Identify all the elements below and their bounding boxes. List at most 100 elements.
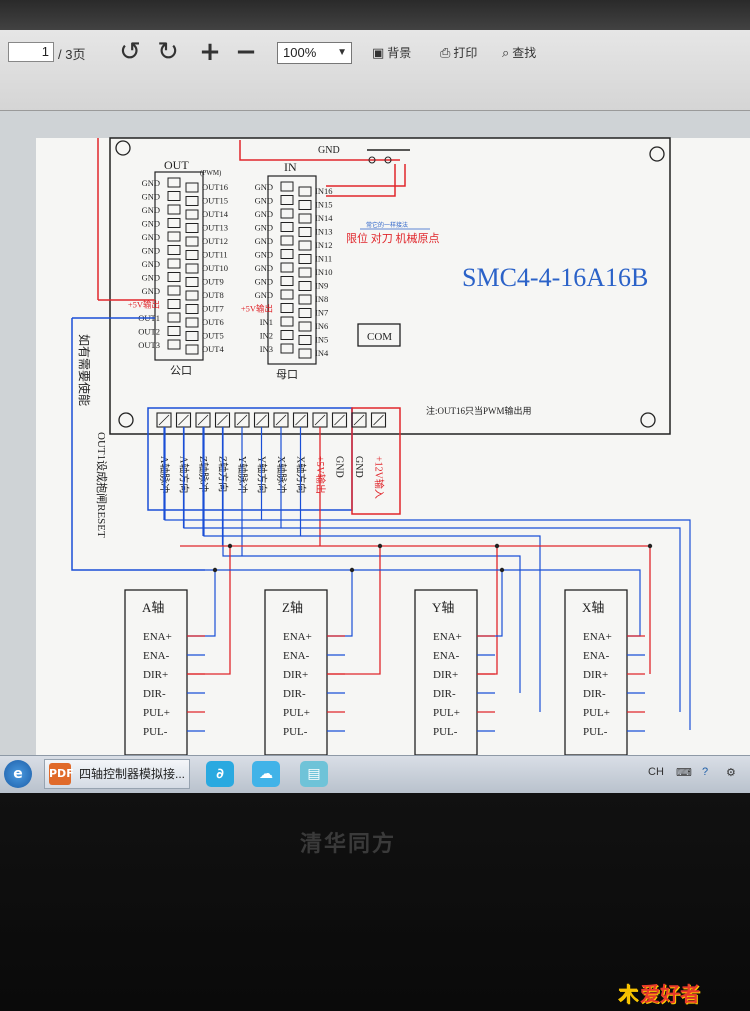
pin-label: IN14 xyxy=(315,213,333,223)
driver-pin-label: PUL- xyxy=(583,726,608,738)
terminal-label: GND xyxy=(353,456,364,478)
connector-pin xyxy=(167,299,181,309)
find-button[interactable]: ⌕查找 xyxy=(502,44,536,61)
connector-pin xyxy=(185,236,199,247)
enable-wire xyxy=(477,570,503,637)
wire-junction xyxy=(499,567,505,573)
pin-label: OUT2 xyxy=(138,327,160,337)
pwm-label: (PWM) xyxy=(200,169,222,177)
zoom-out-icon[interactable]: − xyxy=(235,37,257,67)
connector-pin xyxy=(280,316,294,327)
driver-title: A轴 xyxy=(142,600,164,615)
help-icon[interactable]: ? xyxy=(702,766,709,778)
limit-note: 限位 对刀 机械原点 xyxy=(346,231,440,245)
pin-label: GND xyxy=(255,182,273,192)
signal-wire xyxy=(203,427,541,712)
tray-lang[interactable]: CH xyxy=(648,766,664,778)
connector-pin xyxy=(185,250,199,260)
in-header: IN xyxy=(284,160,297,174)
pin-label: OUT15 xyxy=(202,196,228,206)
connector-pin xyxy=(280,330,294,340)
wire-junction xyxy=(377,543,383,549)
wire-junction xyxy=(349,567,355,573)
task-title: 四轴控制器模拟接... xyxy=(79,767,186,781)
pin-label: +5V输出 xyxy=(241,304,273,314)
monitor-brand: 清华同方 xyxy=(300,832,397,857)
connector-pin xyxy=(298,335,312,345)
pin-label: GND xyxy=(142,205,160,215)
app-launch-icon[interactable]: ▤ xyxy=(300,761,328,787)
background-button[interactable]: ▣背景 xyxy=(372,44,411,61)
print-button[interactable]: ⎙打印 xyxy=(440,44,477,61)
pin-label: GND xyxy=(255,209,273,219)
terminal-slot xyxy=(275,414,287,426)
zoom-select[interactable]: 100% ▼ xyxy=(277,42,352,64)
pin-label: +5V输出 xyxy=(128,300,160,310)
connector-pin xyxy=(280,195,294,205)
driver-pin-label: PUL+ xyxy=(433,707,460,719)
out-connector xyxy=(154,171,204,361)
pin-label: IN10 xyxy=(315,267,332,277)
page-number-input[interactable]: 1 xyxy=(8,42,54,62)
connector-pin xyxy=(280,262,294,273)
wire-junction xyxy=(227,543,233,549)
chevron-down-icon: ▼ xyxy=(337,47,347,58)
rotate-left-icon[interactable]: ↺ xyxy=(119,37,141,67)
tray-settings-icon[interactable]: ⚙ xyxy=(726,767,736,779)
connector-pin xyxy=(185,209,199,220)
controller-board xyxy=(109,137,671,435)
pwm-note: 注:OUT16只当PWM输出用 xyxy=(426,405,532,416)
quick-launch-icon[interactable]: ∂ xyxy=(206,761,234,787)
mount-hole xyxy=(640,412,656,428)
pin-label: IN9 xyxy=(315,281,328,291)
driver-pin-label: ENA- xyxy=(143,650,170,662)
terminal-screw xyxy=(331,412,348,428)
connector-pin xyxy=(167,245,181,255)
pin-label: GND xyxy=(142,286,160,296)
connector-pin xyxy=(185,196,199,206)
terminal-slot xyxy=(314,414,326,426)
cloud-icon[interactable]: ☁ xyxy=(252,761,280,787)
pin-label: OUT8 xyxy=(202,290,224,300)
pin-label: GND xyxy=(142,246,160,256)
pin-label: GND xyxy=(255,250,273,260)
connector-pin xyxy=(185,331,199,341)
start-button[interactable]: e xyxy=(4,760,32,788)
pin-label: IN6 xyxy=(315,321,328,331)
terminal-slot xyxy=(178,414,189,426)
terminal-slot xyxy=(256,414,267,426)
keyboard-icon[interactable]: ⌨ xyxy=(676,767,692,779)
pin-label: OUT6 xyxy=(202,317,224,327)
in-connector xyxy=(267,175,317,365)
connector-pin xyxy=(280,181,294,192)
driver-pin-label: PUL- xyxy=(143,726,168,738)
side-note-2: OUT1设成抱闸RESET xyxy=(95,432,109,538)
driver-pin-label: ENA- xyxy=(583,650,610,662)
pin-label: GND xyxy=(142,178,160,188)
pin-label: GND xyxy=(255,263,273,273)
terminal-labels: A轴脉冲A轴方向Z轴脉冲Z轴方向Y轴脉冲Y轴方向X轴脉冲X轴方向+5V输出GND… xyxy=(158,456,386,499)
driver-pin-label: DIR+ xyxy=(433,669,458,681)
driver-pin-label: PUL- xyxy=(433,726,458,738)
zoom-value: 100% xyxy=(283,45,317,60)
pdf-toolbar xyxy=(0,30,750,111)
connector-pin xyxy=(298,348,312,359)
connector-pin xyxy=(167,177,181,188)
print-icon: ⎙ xyxy=(440,46,451,61)
driver-pin-label: ENA- xyxy=(283,650,310,662)
driver-pin-label: DIR- xyxy=(583,688,606,700)
connector-pin xyxy=(298,254,312,264)
watermark-text: 爱好者 xyxy=(640,982,700,1006)
in-pins xyxy=(280,181,312,359)
terminal-slot xyxy=(197,414,209,426)
out-connector-name: 公口 xyxy=(170,365,192,377)
pin-label: IN16 xyxy=(315,186,332,196)
rotate-right-icon[interactable]: ↻ xyxy=(157,37,179,67)
connector-pin xyxy=(298,281,312,291)
zoom-in-icon[interactable]: + xyxy=(199,37,221,67)
pin-label: OUT13 xyxy=(202,223,228,233)
pin-label: GND xyxy=(255,196,273,206)
enable-wire xyxy=(71,318,205,571)
driver-pin-label: ENA+ xyxy=(583,631,612,643)
